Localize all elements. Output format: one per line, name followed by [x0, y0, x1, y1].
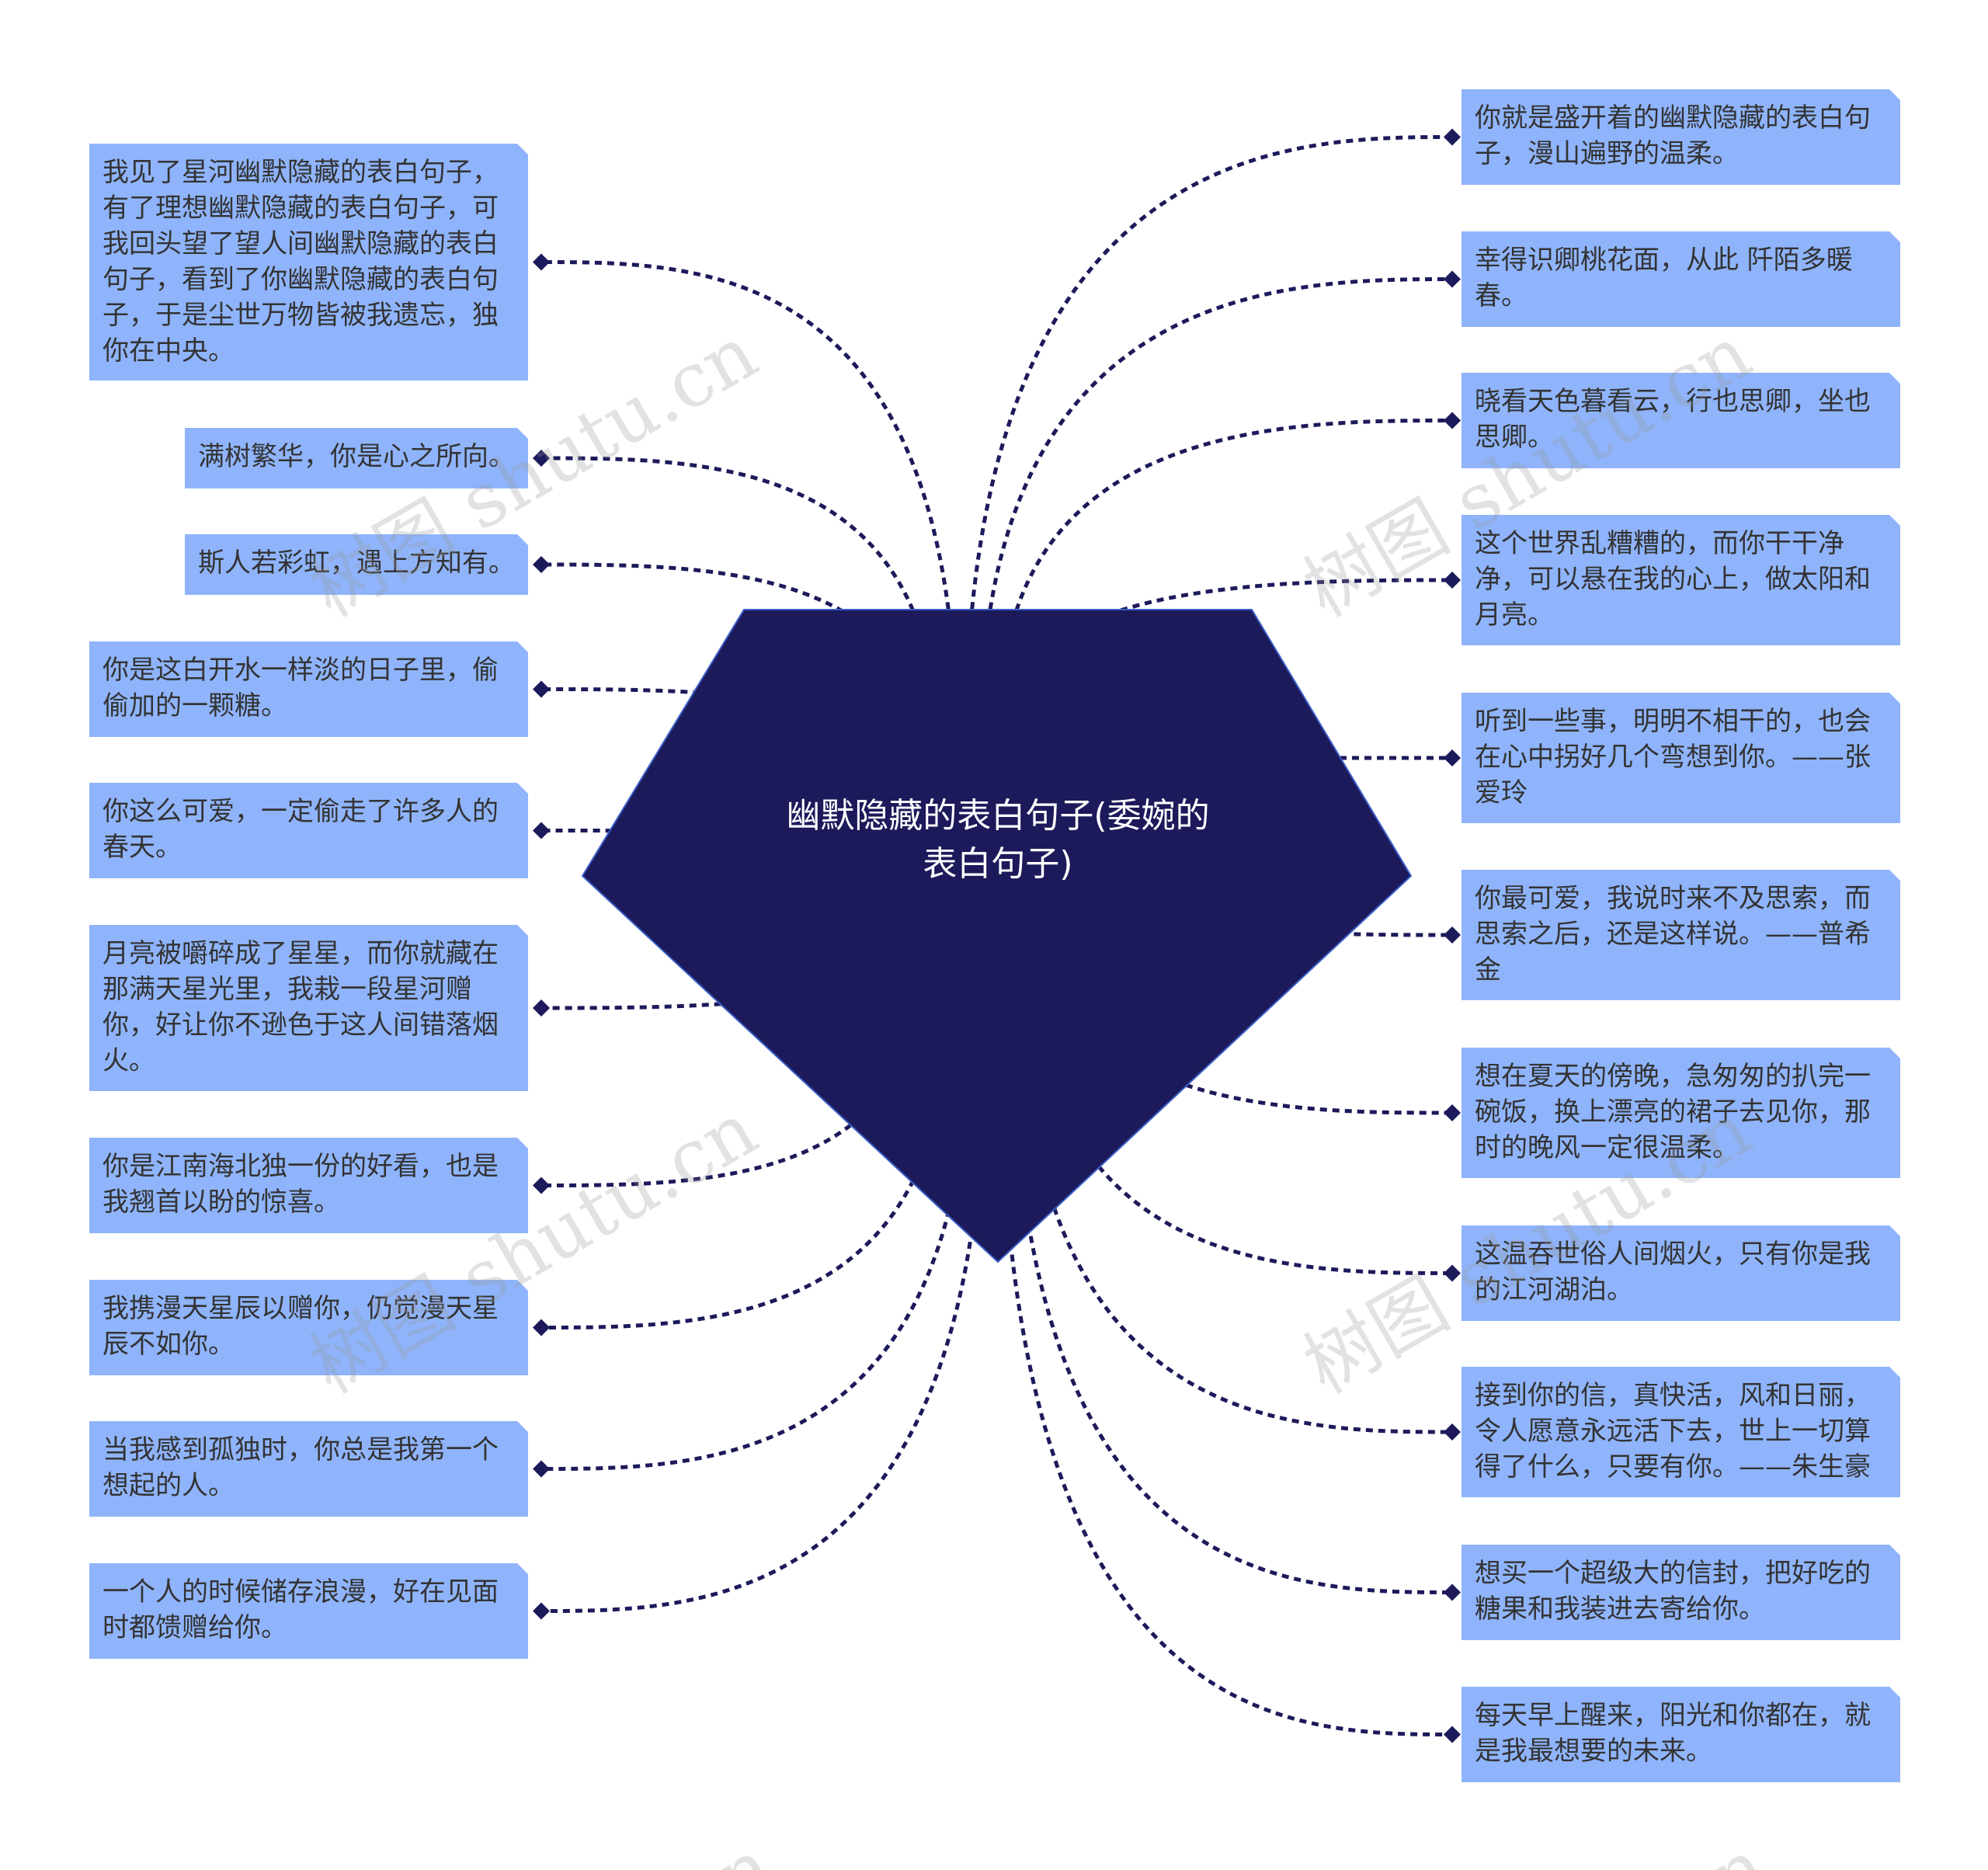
connector-dot: [533, 253, 550, 271]
right-node-8[interactable]: 这温吞世俗人间烟火，只有你是我的江河湖泊。: [1461, 1225, 1900, 1321]
right-node-5[interactable]: 听到一些事，明明不相干的，也会在心中拐好几个弯想到你。——张爱玲: [1461, 693, 1900, 823]
connector-line: [540, 1048, 950, 1330]
connector-line: [1011, 1075, 1453, 1594]
connector-line: [999, 1117, 1453, 1736]
left-node-7[interactable]: 你是江南海北独一份的好看，也是我翘首以盼的惊喜。: [89, 1138, 528, 1233]
connector-dot: [1444, 1583, 1461, 1601]
connector-line: [540, 456, 938, 707]
center-topic-title[interactable]: 幽默隐藏的表白句子(委婉的表白句子): [786, 796, 1210, 884]
connector-line: [980, 277, 1453, 684]
left-node-8[interactable]: 我携漫天星辰以赠你，仍觉漫天星辰不如你。: [89, 1280, 528, 1375]
connector-dot: [1444, 270, 1461, 288]
right-node-7[interactable]: 想在夏天的傍晚，急匆匆的扒完一碗饭，换上漂亮的裙子去见你，那时的晚风一定很温柔。: [1461, 1048, 1900, 1178]
connector-line: [540, 260, 958, 684]
connector-dot: [533, 680, 550, 698]
connector-dot: [1444, 412, 1461, 429]
connector-dot: [533, 822, 550, 839]
connector-dot: [533, 556, 550, 573]
connector-dot: [533, 1602, 550, 1620]
connector-dot: [533, 1460, 550, 1478]
right-node-3[interactable]: 晓看天色暮看云，行也思卿，坐也思卿。: [1461, 373, 1900, 468]
connector-dot: [1444, 1104, 1461, 1121]
connector-line: [964, 135, 1453, 684]
connector-line: [999, 419, 1453, 684]
right-node-6[interactable]: 你最可爱，我说时来不及思索，而思索之后，还是这样说。——普希金: [1461, 870, 1900, 1000]
connector-dot: [533, 450, 550, 467]
right-node-1[interactable]: 你就是盛开着的幽默隐藏的表白句子，漫山遍野的温柔。: [1461, 89, 1900, 185]
connector-dot: [533, 1319, 550, 1336]
left-node-1[interactable]: 我见了星河幽默隐藏的表白句子，有了理想幽默隐藏的表白句子，可我回头望了望人间幽默…: [89, 144, 528, 381]
left-node-10[interactable]: 一个人的时候储存浪漫，好在见面时都馈赠给你。: [89, 1563, 528, 1659]
left-node-5[interactable]: 你这么可爱，一定偷走了许多人的春天。: [89, 783, 528, 878]
left-node-9[interactable]: 当我感到孤独时，你总是我第一个想起的人。: [89, 1421, 528, 1517]
connector-line: [540, 1086, 969, 1471]
left-node-3[interactable]: 斯人若彩虹，遇上方知有。: [185, 534, 528, 595]
connector-dot: [1444, 572, 1461, 589]
connector-dot: [533, 999, 550, 1017]
connector-dot: [1444, 1423, 1461, 1441]
connector-dot: [1444, 749, 1461, 766]
right-node-10[interactable]: 想买一个超级大的信封，把好吃的糖果和我装进去寄给你。: [1461, 1545, 1900, 1640]
right-node-4[interactable]: 这个世界乱糟糟的，而你干干净净，可以悬在我的心上，做太阳和月亮。: [1461, 515, 1900, 645]
left-node-4[interactable]: 你是这白开水一样淡的日子里，偷偷加的一颗糖。: [89, 641, 528, 737]
right-node-9[interactable]: 接到你的信，真快活，风和日丽，令人愿意永远活下去，世上一切算得了什么，只要有你。…: [1461, 1367, 1900, 1497]
connector-dot: [1444, 128, 1461, 146]
connector-dot: [533, 1177, 550, 1194]
connector-line: [540, 1117, 985, 1613]
right-node-11[interactable]: 每天早上醒来，阳光和你都在，就是我最想要的未来。: [1461, 1687, 1900, 1782]
connector-dot: [1444, 1726, 1461, 1743]
connector-dot: [1444, 1264, 1461, 1282]
right-node-2[interactable]: 幸得识卿桃花面，从此 阡陌多暖春。: [1461, 231, 1900, 327]
left-node-2[interactable]: 满树繁华，你是心之所向。: [185, 428, 528, 488]
left-node-6[interactable]: 月亮被嚼碎成了星星，而你就藏在那满天星光里，我栽一段星河赠你，好让你不逊色于这人…: [89, 925, 528, 1091]
connector-dot: [1444, 926, 1461, 944]
